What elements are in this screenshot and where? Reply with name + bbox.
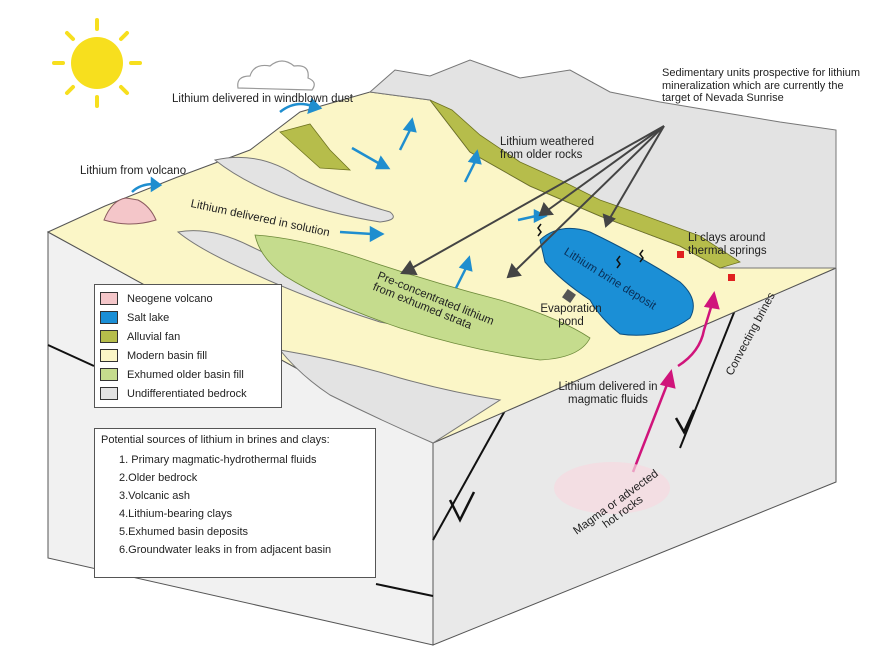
sources-item: 1. Primary magmatic-hydrothermal fluids	[119, 454, 317, 466]
legend-swatch	[100, 387, 118, 400]
legend-item: Alluvial fan	[100, 327, 276, 346]
alluvial-fan-strip	[429, 99, 741, 269]
legend-item: Neogene volcano	[100, 289, 276, 308]
label-volcano: Lithium from volcano	[80, 165, 187, 177]
fault-left	[432, 397, 513, 541]
magma-glow	[554, 462, 670, 514]
label-magmatic-fluids: Lithium delivered in magmatic fluids	[558, 381, 658, 406]
legend: Neogene volcano Salt lake Alluvial fan M…	[94, 284, 282, 408]
solution-arrows	[131, 97, 548, 289]
legend-label: Alluvial fan	[127, 330, 181, 343]
stratum-line-left	[47, 344, 95, 367]
callout-pointers	[400, 125, 665, 279]
legend-item: Modern basin fill	[100, 346, 276, 365]
fault-sense-arrow-left	[448, 491, 476, 523]
label-li-clays: Li clays around thermal springs	[688, 232, 767, 257]
neogene-volcano	[103, 197, 157, 225]
magmatic-arrows	[631, 291, 720, 473]
alluvial-fan-left	[279, 123, 352, 171]
bedrock-ridge-upper	[213, 156, 394, 223]
thermal-spring-marker	[677, 251, 684, 258]
fluid-upwelling-markers	[537, 223, 644, 269]
sources-item: 5.Exhumed basin deposits	[119, 526, 249, 538]
callout-sedimentary-units: Sedimentary units prospective for lithiu…	[662, 67, 861, 104]
cloud-icon	[237, 60, 315, 91]
legend-label: Salt lake	[127, 311, 170, 324]
sun-icon	[52, 18, 142, 108]
label-weathered: Lithium weathered from older rocks	[500, 136, 594, 161]
legend-label: Modern basin fill	[127, 349, 208, 362]
legend-item: Undifferentiated bedrock	[100, 384, 276, 403]
salt-lake	[539, 227, 694, 336]
thermal-spring-marker	[728, 274, 735, 281]
sources-title: Potential sources of lithium in brines a…	[101, 434, 330, 446]
sources-item: 6.Groundwater leaks in from adjacent bas…	[119, 544, 332, 556]
sources-box: Potential sources of lithium in brines a…	[94, 428, 376, 578]
legend-label: Neogene volcano	[127, 292, 213, 305]
legend-swatch	[100, 349, 118, 362]
legend-swatch	[100, 292, 118, 305]
legend-swatch	[100, 368, 118, 381]
sources-item: 2.Older bedrock	[119, 472, 198, 484]
legend-item: Exhumed older basin fill	[100, 365, 276, 384]
legend-swatch	[100, 311, 118, 324]
legend-label: Undifferentiated bedrock	[127, 387, 247, 400]
legend-label: Exhumed older basin fill	[127, 368, 244, 381]
sources-item: 3.Volcanic ash	[119, 490, 190, 502]
sources-item: 4.Lithium-bearing clays	[119, 508, 233, 520]
fault-sense-arrow-right	[674, 409, 696, 435]
label-evaporation-pond: Evaporation pond	[540, 303, 602, 328]
legend-swatch	[100, 330, 118, 343]
label-windblown-dust: Lithium delivered in windblown dust	[172, 93, 353, 105]
bedrock-ridge-lower	[278, 349, 502, 444]
legend-item: Salt lake	[100, 308, 276, 327]
evaporation-pond-icon	[562, 289, 576, 303]
exhumed-basin-fill	[254, 234, 591, 361]
stratum-line-bottom	[375, 583, 434, 597]
